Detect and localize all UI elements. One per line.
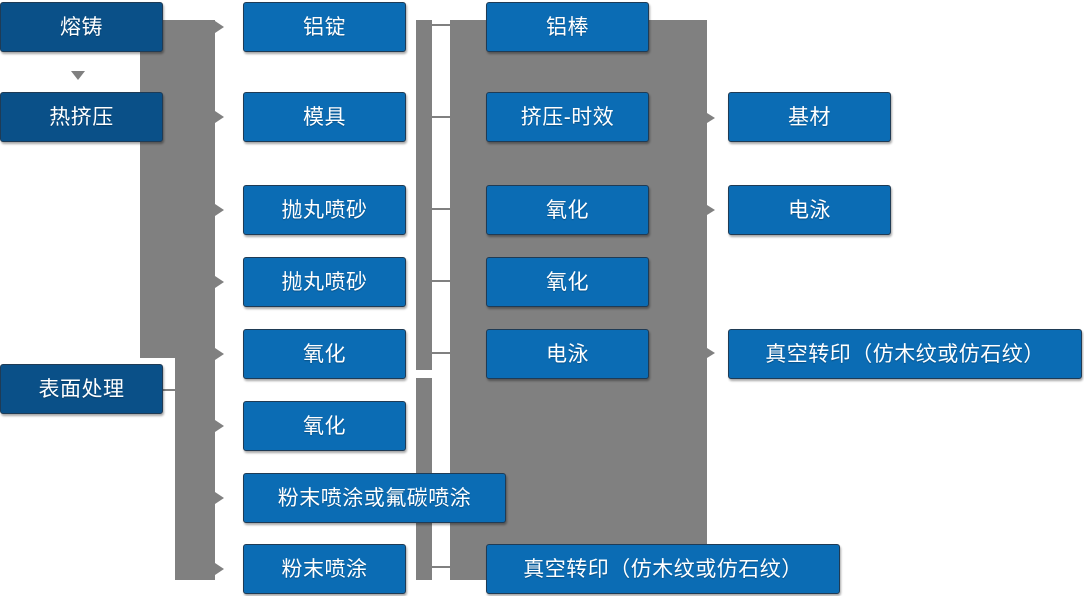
arrow-to-box-powder-coating <box>215 563 224 575</box>
connector-tie-4 <box>432 280 452 282</box>
process-label-shotblast-2: 抛丸喷砂 <box>281 270 368 294</box>
arrow-down-stage <box>71 71 85 80</box>
output-box-electrophoresis[interactable]: 电泳 <box>728 185 891 235</box>
operation-label-extrusion-aging: 挤压-时效 <box>520 105 615 129</box>
process-label-oxidation-2: 氧化 <box>303 414 346 438</box>
connector-tie-6 <box>432 566 452 568</box>
stage-label-melting-casting: 熔铸 <box>60 15 103 39</box>
output-label-electrophoresis: 电泳 <box>788 198 831 222</box>
arrow-to-box-base-material <box>707 113 715 123</box>
stage-label-hot-extrusion: 热挤压 <box>49 105 114 129</box>
connector-stub-surface-treatment <box>163 389 185 391</box>
output-box-base-material[interactable]: 基材 <box>728 92 891 142</box>
process-label-aluminum-ingot: 铝锭 <box>303 15 346 39</box>
connector-tie-3 <box>432 208 452 210</box>
operation-label-vacuum-transfer-print: 真空转印（仿木纹或仿石纹） <box>523 557 803 581</box>
arrow-to-box-shotblast-1 <box>215 204 224 216</box>
process-box-oxidation-1[interactable]: 氧化 <box>243 329 406 379</box>
connector-tie-2 <box>432 116 452 118</box>
process-box-shotblast-1[interactable]: 抛丸喷砂 <box>243 185 406 235</box>
process-box-mold[interactable]: 模具 <box>243 92 406 142</box>
output-box-vacuum-transfer-print[interactable]: 真空转印（仿木纹或仿石纹） <box>728 329 1082 379</box>
operation-box-aluminum-rod[interactable]: 铝棒 <box>486 2 649 52</box>
arrow-to-box-oxidation-2 <box>215 420 224 432</box>
arrow-to-box-vacuum-transfer-print <box>707 348 715 358</box>
arrow-to-box-aluminum-ingot <box>215 21 224 33</box>
process-label-mold: 模具 <box>303 105 346 129</box>
stage-box-hot-extrusion[interactable]: 热挤压 <box>0 92 163 142</box>
arrow-to-box-shotblast-2 <box>215 276 224 288</box>
operation-label-electrophoresis: 电泳 <box>546 342 589 366</box>
operation-label-oxidation-2: 氧化 <box>546 270 589 294</box>
process-box-shotblast-2[interactable]: 抛丸喷砂 <box>243 257 406 307</box>
operation-label-aluminum-rod: 铝棒 <box>546 15 589 39</box>
operation-label-oxidation-1: 氧化 <box>546 198 589 222</box>
operation-box-vacuum-transfer-print[interactable]: 真空转印（仿木纹或仿石纹） <box>486 544 840 594</box>
stage-box-melting-casting[interactable]: 熔铸 <box>0 2 163 52</box>
stage-box-surface-treatment[interactable]: 表面处理 <box>0 364 163 414</box>
connector-tie-1 <box>432 24 452 26</box>
connector-trunk-left-upper <box>140 20 215 358</box>
stage-label-surface-treatment: 表面处理 <box>38 377 125 401</box>
output-label-base-material: 基材 <box>788 105 831 129</box>
process-box-powder-or-fluorocarbon[interactable]: 粉末喷涂或氟碳喷涂 <box>243 473 506 523</box>
arrow-to-box-electrophoresis <box>707 205 715 215</box>
operation-box-electrophoresis[interactable]: 电泳 <box>486 329 649 379</box>
connector-bar-middle-upper <box>416 20 432 370</box>
process-label-oxidation-1: 氧化 <box>303 342 346 366</box>
connector-tie-5 <box>432 352 452 354</box>
process-label-powder-or-fluorocarbon: 粉末喷涂或氟碳喷涂 <box>277 486 472 510</box>
operation-box-oxidation-2[interactable]: 氧化 <box>486 257 649 307</box>
arrow-to-box-powder-or-fluorocarbon <box>215 492 224 504</box>
process-box-aluminum-ingot[interactable]: 铝锭 <box>243 2 406 52</box>
process-box-oxidation-2[interactable]: 氧化 <box>243 401 406 451</box>
arrow-to-box-mold <box>215 111 224 123</box>
output-label-vacuum-transfer-print: 真空转印（仿木纹或仿石纹） <box>765 342 1045 366</box>
arrow-to-box-oxidation-1 <box>215 348 224 360</box>
connector-trunk-left-lower <box>175 358 215 580</box>
process-label-powder-coating: 粉末喷涂 <box>281 557 368 581</box>
process-label-shotblast-1: 抛丸喷砂 <box>281 198 368 222</box>
process-box-powder-coating[interactable]: 粉末喷涂 <box>243 544 406 594</box>
operation-box-oxidation-1[interactable]: 氧化 <box>486 185 649 235</box>
operation-box-extrusion-aging[interactable]: 挤压-时效 <box>486 92 649 142</box>
